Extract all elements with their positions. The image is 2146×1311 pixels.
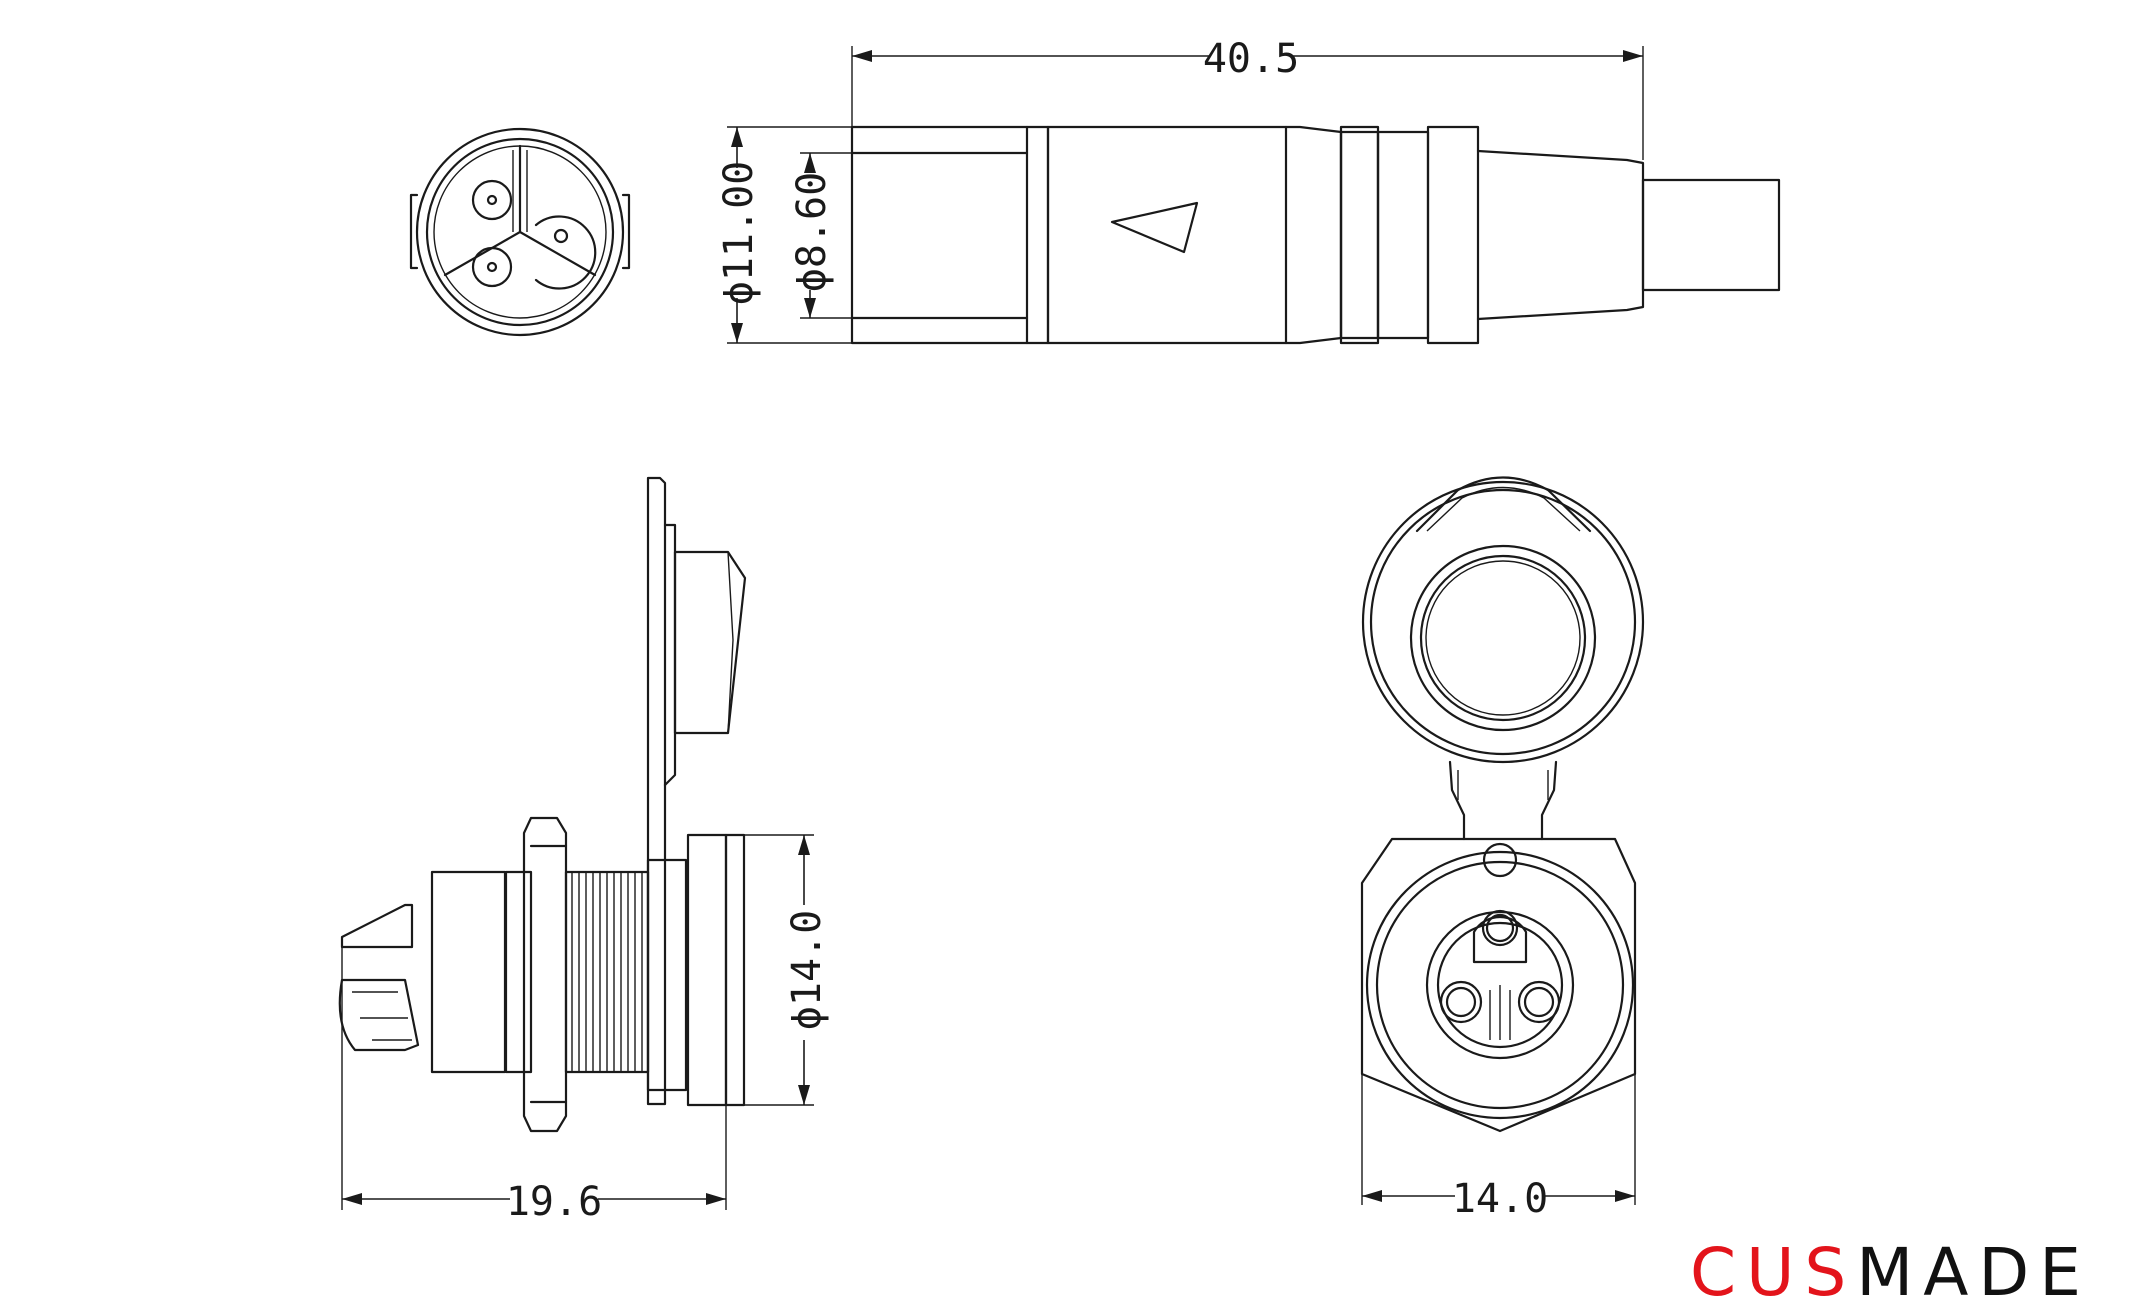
dimension-plug-inner-diameter: ϕ8.60 [789, 152, 852, 319]
socket-side-view [338, 476, 747, 1133]
plug-outer-diameter-label: ϕ11.00 [716, 161, 762, 306]
socket-diameter-label: ϕ14.0 [784, 910, 830, 1030]
dimension-plug-length: 40.5 [851, 36, 1644, 160]
dimension-plug-outer-diameter: ϕ11.00 [716, 126, 852, 344]
plug-inner-diameter-label: ϕ8.60 [789, 172, 835, 292]
plug-side-view [850, 125, 1781, 345]
dimension-socket-diameter: ϕ14.0 [726, 834, 830, 1106]
brand-logo-rest: MADE [1856, 1234, 2091, 1311]
socket-front-view [1360, 476, 1645, 1133]
dimension-socket-width: 14.0 [1361, 1074, 1636, 1222]
plug-front-view [409, 127, 631, 337]
dimension-socket-length: 19.6 [341, 947, 727, 1225]
plug-length-label: 40.5 [1203, 36, 1299, 82]
socket-width-label: 14.0 [1452, 1176, 1548, 1222]
socket-length-label: 19.6 [506, 1179, 602, 1225]
brand-logo-highlight: CUS [1690, 1234, 1857, 1311]
brand-logo: CUSMADE [1690, 1240, 2091, 1306]
